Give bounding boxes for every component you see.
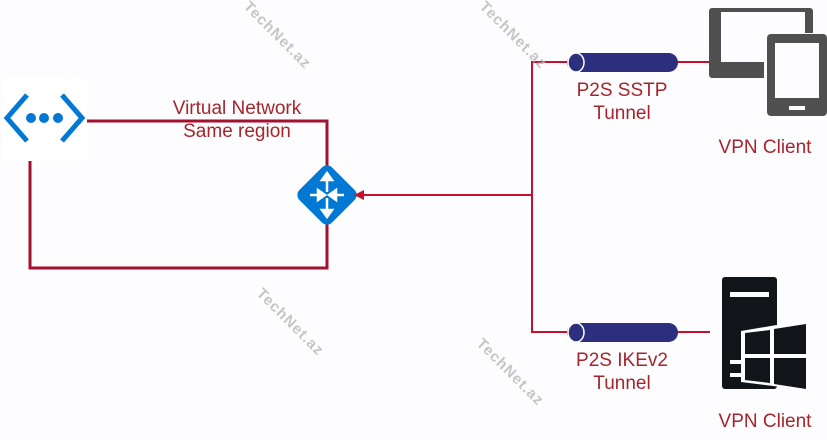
tunnel-sstp-label: P2S SSTP Tunnel (562, 79, 682, 125)
client-connection-lines (362, 61, 710, 333)
tunnel-label-line1: P2S SSTP (576, 80, 668, 101)
tunnel-ikev2-icon (567, 322, 678, 343)
tunnel-label-line2: Tunnel (593, 373, 651, 394)
vnet-label-line1: Virtual Network (172, 98, 302, 119)
tunnel-label-line2: Tunnel (593, 103, 651, 124)
vnet-loop-line (28, 119, 329, 270)
tunnel-ikev2-label: P2S IKEv2 Tunnel (562, 349, 682, 395)
vpn-gateway-router-icon (297, 165, 357, 225)
tunnel-sstp-icon (567, 52, 678, 73)
vnet-label-line2: Same region (183, 121, 291, 142)
devices-icon (709, 8, 827, 116)
vnet-label: Virtual Network Same region (157, 97, 317, 143)
virtual-network-icon (2, 78, 87, 161)
vpn-client-label: VPN Client (718, 411, 812, 432)
tunnel-label-line1: P2S IKEv2 (576, 350, 668, 371)
vpn-client-label: VPN Client (718, 137, 812, 158)
arrow-head-icon (354, 190, 364, 200)
windows-server-icon (722, 277, 806, 390)
